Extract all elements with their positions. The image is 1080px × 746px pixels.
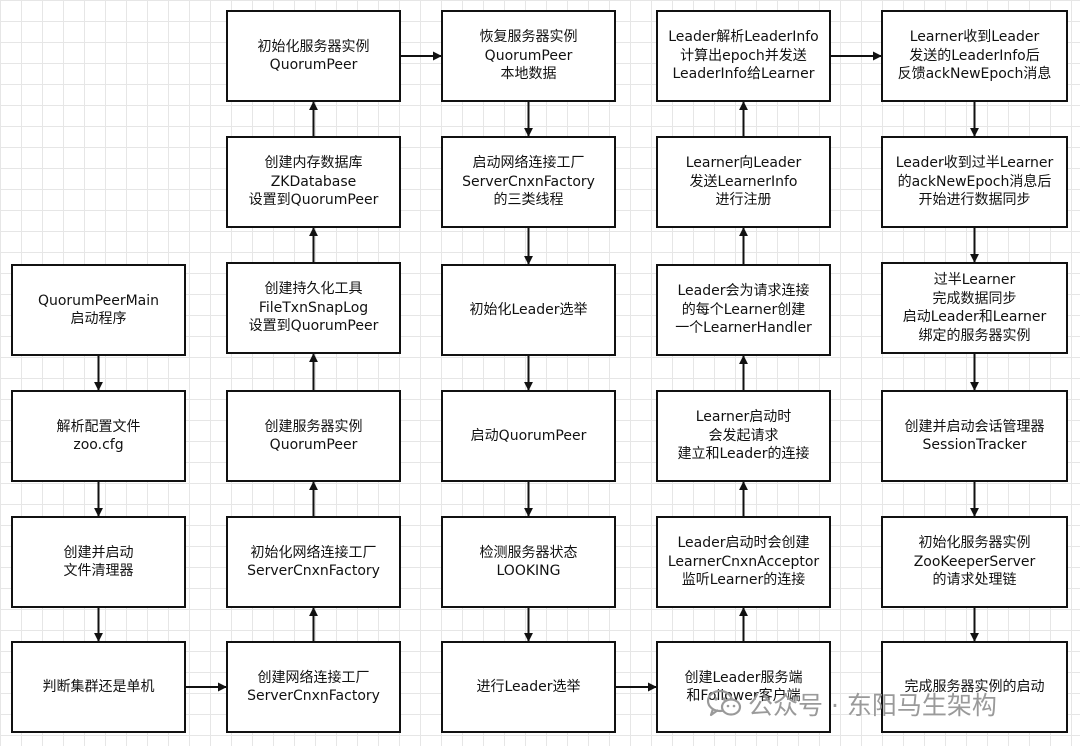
node-text-line: 文件清理器 <box>63 563 134 579</box>
node-text-line: FileTxnSnapLog <box>258 299 369 316</box>
node-text-line: ServerCnxnFactory <box>247 688 380 704</box>
node-text-line: 完成数据同步 <box>932 290 1017 307</box>
quorum-peer-main-start-box: QuorumPeerMain 启动程序 <box>11 264 186 356</box>
node-text-line: 进行注册 <box>715 192 772 209</box>
node-text-line: 完成服务器实例的启动 <box>904 678 1045 695</box>
node-text-line: SessionTracker <box>922 437 1027 453</box>
node-text-line: ZKDatabase <box>270 173 357 190</box>
node-text-line: LeaderInfo给Learner <box>672 66 815 83</box>
node-text-line: 启动程序 <box>70 311 127 327</box>
node-text-line: ServerCnxnFactory <box>247 563 380 579</box>
node-text-line: QuorumPeerMain <box>37 292 160 309</box>
node-text-line: 建立和Leader的连接 <box>677 446 810 463</box>
check-server-state-box: 检测服务器状态 LOOKING <box>441 516 616 608</box>
node-text-line: Learner向Leader <box>685 155 802 172</box>
node-text-line: 开始进行数据同步 <box>918 192 1031 209</box>
leader-election-box: 进行Leader选举 <box>441 641 616 733</box>
node-text-line: 的ackNewEpoch消息后 <box>897 173 1052 190</box>
node-text-line: 解析配置文件 <box>56 418 141 435</box>
node-text-line: 启动网络连接工厂 <box>472 155 585 172</box>
node-text-line: Leader解析LeaderInfo <box>668 29 819 46</box>
node-text-line: 初始化服务器实例 <box>918 535 1031 552</box>
watermark: 公众号 · 东阳马生架构 <box>706 686 997 722</box>
node-text-line: 创建内存数据库 <box>264 155 363 172</box>
node-text-line: 设置到QuorumPeer <box>248 192 379 209</box>
node-text-line: 创建并启动会话管理器 <box>904 418 1045 435</box>
node-text-line: Learner启动时 <box>695 409 792 426</box>
create-server-cnxn-factory-box: 创建网络连接工厂 ServerCnxnFactory <box>226 641 401 733</box>
node-text-line: QuorumPeer <box>269 57 358 73</box>
learner-connect-leader-box: Learner启动时会发起请求建立和Leader的连接 <box>656 390 831 482</box>
node-text-line: 初始化Leader选举 <box>469 301 588 318</box>
wechat-icon <box>706 689 742 717</box>
node-text-line: 进行Leader选举 <box>476 678 581 695</box>
init-quorum-peer-box: 初始化服务器实例 QuorumPeer <box>226 10 401 102</box>
node-text-line: 计算出epoch并发送 <box>680 47 807 64</box>
init-leader-election-box: 初始化Leader选举 <box>441 264 616 356</box>
node-text-line: 发送LearnerInfo <box>689 173 798 190</box>
node-text-line: 初始化网络连接工厂 <box>250 544 377 561</box>
start-bound-server-box: 过半Learner 完成数据同步启动Leader和Learner 绑定的服务器实例 <box>881 262 1068 354</box>
node-text-line: 初始化服务器实例 <box>257 38 370 55</box>
start-quorum-peer-box: 启动QuorumPeer <box>441 390 616 482</box>
node-text-line: 发送的LeaderInfo后 <box>909 47 1040 64</box>
node-text-line: 判断集群还是单机 <box>42 678 155 695</box>
cluster-or-standalone-box: 判断集群还是单机 <box>11 641 186 733</box>
node-text-line: 启动Leader和Learner <box>902 309 1047 325</box>
node-text-line: 本地数据 <box>500 66 557 83</box>
node-text-line: 创建Leader服务端 <box>684 669 803 686</box>
init-server-cnxn-factory-box: 初始化网络连接工厂 ServerCnxnFactory <box>226 516 401 608</box>
node-text-line: 设置到QuorumPeer <box>248 318 379 335</box>
parse-config-file-box: 解析配置文件 zoo.cfg <box>11 390 186 482</box>
node-text-line: zoo.cfg <box>73 437 124 453</box>
node-text-line: 的每个Learner创建 <box>681 301 806 318</box>
node-text-line: 绑定的服务器实例 <box>918 327 1031 344</box>
node-text-line: QuorumPeer <box>484 47 573 64</box>
node-text-line: 监听Learner的连接 <box>681 572 806 589</box>
node-text-line: 过半Learner <box>933 272 1016 288</box>
node-text-line: 会发起请求 <box>708 427 779 444</box>
node-text-line: LearnerCnxnAcceptor <box>667 553 820 570</box>
create-file-cleaner-box: 创建并启动文件清理器 <box>11 516 186 608</box>
node-text-line: 反馈ackNewEpoch消息 <box>897 66 1052 83</box>
node-text-line: LOOKING <box>496 563 561 579</box>
node-text-line: 恢复服务器实例 <box>479 29 578 46</box>
node-text-line: 创建网络连接工厂 <box>257 669 370 686</box>
node-text-line: 的请求处理链 <box>932 572 1017 589</box>
node-text-line: 检测服务器状态 <box>479 544 578 561</box>
create-learner-handler-box: Leader会为请求连接的每个Learner创建一个LearnerHandler <box>656 264 831 356</box>
create-quorum-peer-box: 创建服务器实例 QuorumPeer <box>226 390 401 482</box>
node-text-line: ServerCnxnFactory <box>462 173 595 190</box>
node-text-line: 一个LearnerHandler <box>675 320 812 337</box>
node-text-line: Leader收到过半Learner <box>895 155 1054 172</box>
node-text-line: 启动QuorumPeer <box>470 427 587 444</box>
node-text-line: 创建并启动 <box>63 544 134 561</box>
node-text-line: Learner收到Leader <box>909 29 1040 46</box>
node-text-line: Leader会为请求连接 <box>677 283 810 300</box>
create-session-tracker-box: 创建并启动会话管理器 SessionTracker <box>881 390 1068 482</box>
node-text-line: QuorumPeer <box>269 437 358 453</box>
node-text-line: 创建持久化工具 <box>264 281 363 298</box>
node-text-line: ZooKeeperServer <box>913 553 1036 570</box>
watermark-text: 公众号 · 东阳马生架构 <box>748 691 997 720</box>
node-text-line: 的三类线程 <box>493 192 564 209</box>
node-text-line: Leader启动时会创建 <box>677 535 810 552</box>
node-text-line: 创建服务器实例 <box>264 418 363 435</box>
server-startup-complete-box: 完成服务器实例的启动 <box>881 641 1068 733</box>
